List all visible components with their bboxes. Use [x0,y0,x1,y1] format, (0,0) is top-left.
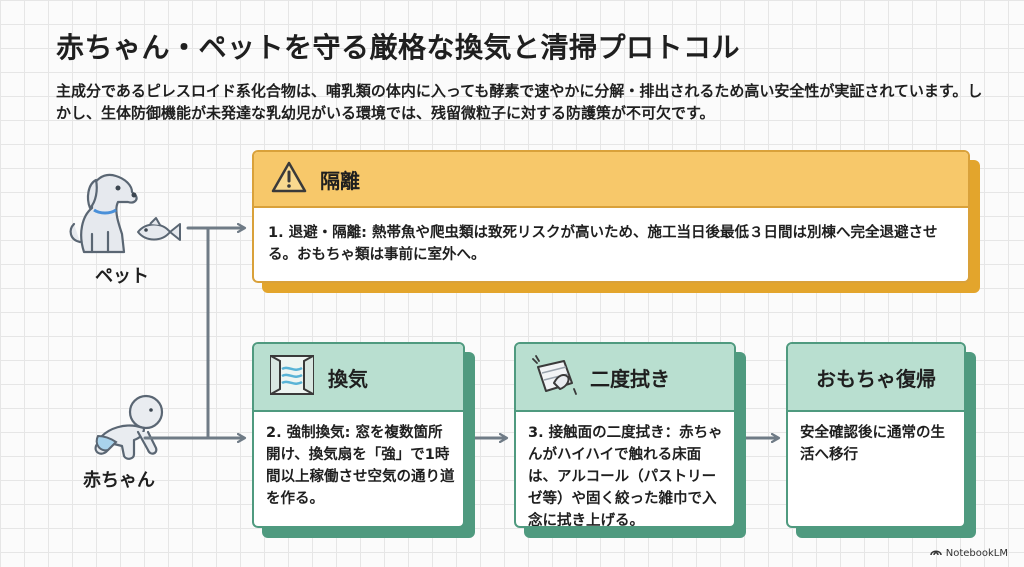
card-header: 二度拭き [516,344,734,412]
card-header: おもちゃ復帰 [788,344,964,412]
wiping-text: 3. 接触面の二度拭き：赤ちゃんがハイハイで触れる床面は、アルコール（パストリー… [528,425,723,528]
card-body: 隔離 1. 退避・隔離: 熱帯魚や爬虫類は致死リスクが高いため、施工当日後最低３… [252,150,970,283]
wiping-card: 二度拭き 3. 接触面の二度拭き：赤ちゃんがハイハイで触れる床面は、アルコール（… [514,342,746,538]
wiping-title: 二度拭き [590,366,670,391]
toys-return-title: おもちゃ復帰 [816,366,936,391]
wiping-cloth-icon [530,353,578,401]
window-airflow-icon [268,353,316,401]
warning-icon [270,160,308,198]
card-body: おもちゃ復帰 安全確認後に通常の生活へ移行 [786,342,966,528]
ventilation-card: 換気 2. 強制換気: 窓を複数箇所開け、換気扇を「強」で1時間以上稼働させ空気… [252,342,475,538]
card-body: 二度拭き 3. 接触面の二度拭き：赤ちゃんがハイハイで触れる床面は、アルコール（… [514,342,736,528]
footer-brand-label: NotebookLM [945,547,1008,559]
page-title: 赤ちゃん・ペットを守る厳格な換気と清掃プロトコル [56,31,741,64]
pet-dog-fish-illustration [69,173,181,254]
card-body: 換気 2. 強制換気: 窓を複数箇所開け、換気扇を「強」で1時間以上稼働させ空気… [252,342,465,528]
footer-brand: NotebookLM [930,547,1008,559]
card-header: 隔離 [254,152,968,208]
isolation-text: 1. 退避・隔離: 熱帯魚や爬虫類は致死リスクが高いため、施工当日後最低３日間は… [268,225,938,263]
pet-label: ペット [95,266,149,287]
isolation-title: 隔離 [320,168,360,193]
toys-return-text: 安全確認後に通常の生活へ移行 [800,425,945,463]
baby-label: 赤ちゃん [83,470,155,491]
toys-return-card: おもちゃ復帰 安全確認後に通常の生活へ移行 [786,342,976,538]
notebooklm-logo-icon [930,547,942,559]
ventilation-text: 2. 強制換気: 窓を複数箇所開け、換気扇を「強」で1時間以上稼働させ空気の通り… [266,425,455,507]
isolation-card: 隔離 1. 退避・隔離: 熱帯魚や爬虫類は致死リスクが高いため、施工当日後最低３… [252,150,980,293]
card-header: 換気 [254,344,463,412]
baby-illustration [94,394,164,460]
intro-paragraph: 主成分であるピレスロイド系化合物は、哺乳類の体内に入っても酵素で速やかに分解・排… [56,82,983,122]
ventilation-title: 換気 [328,366,368,391]
